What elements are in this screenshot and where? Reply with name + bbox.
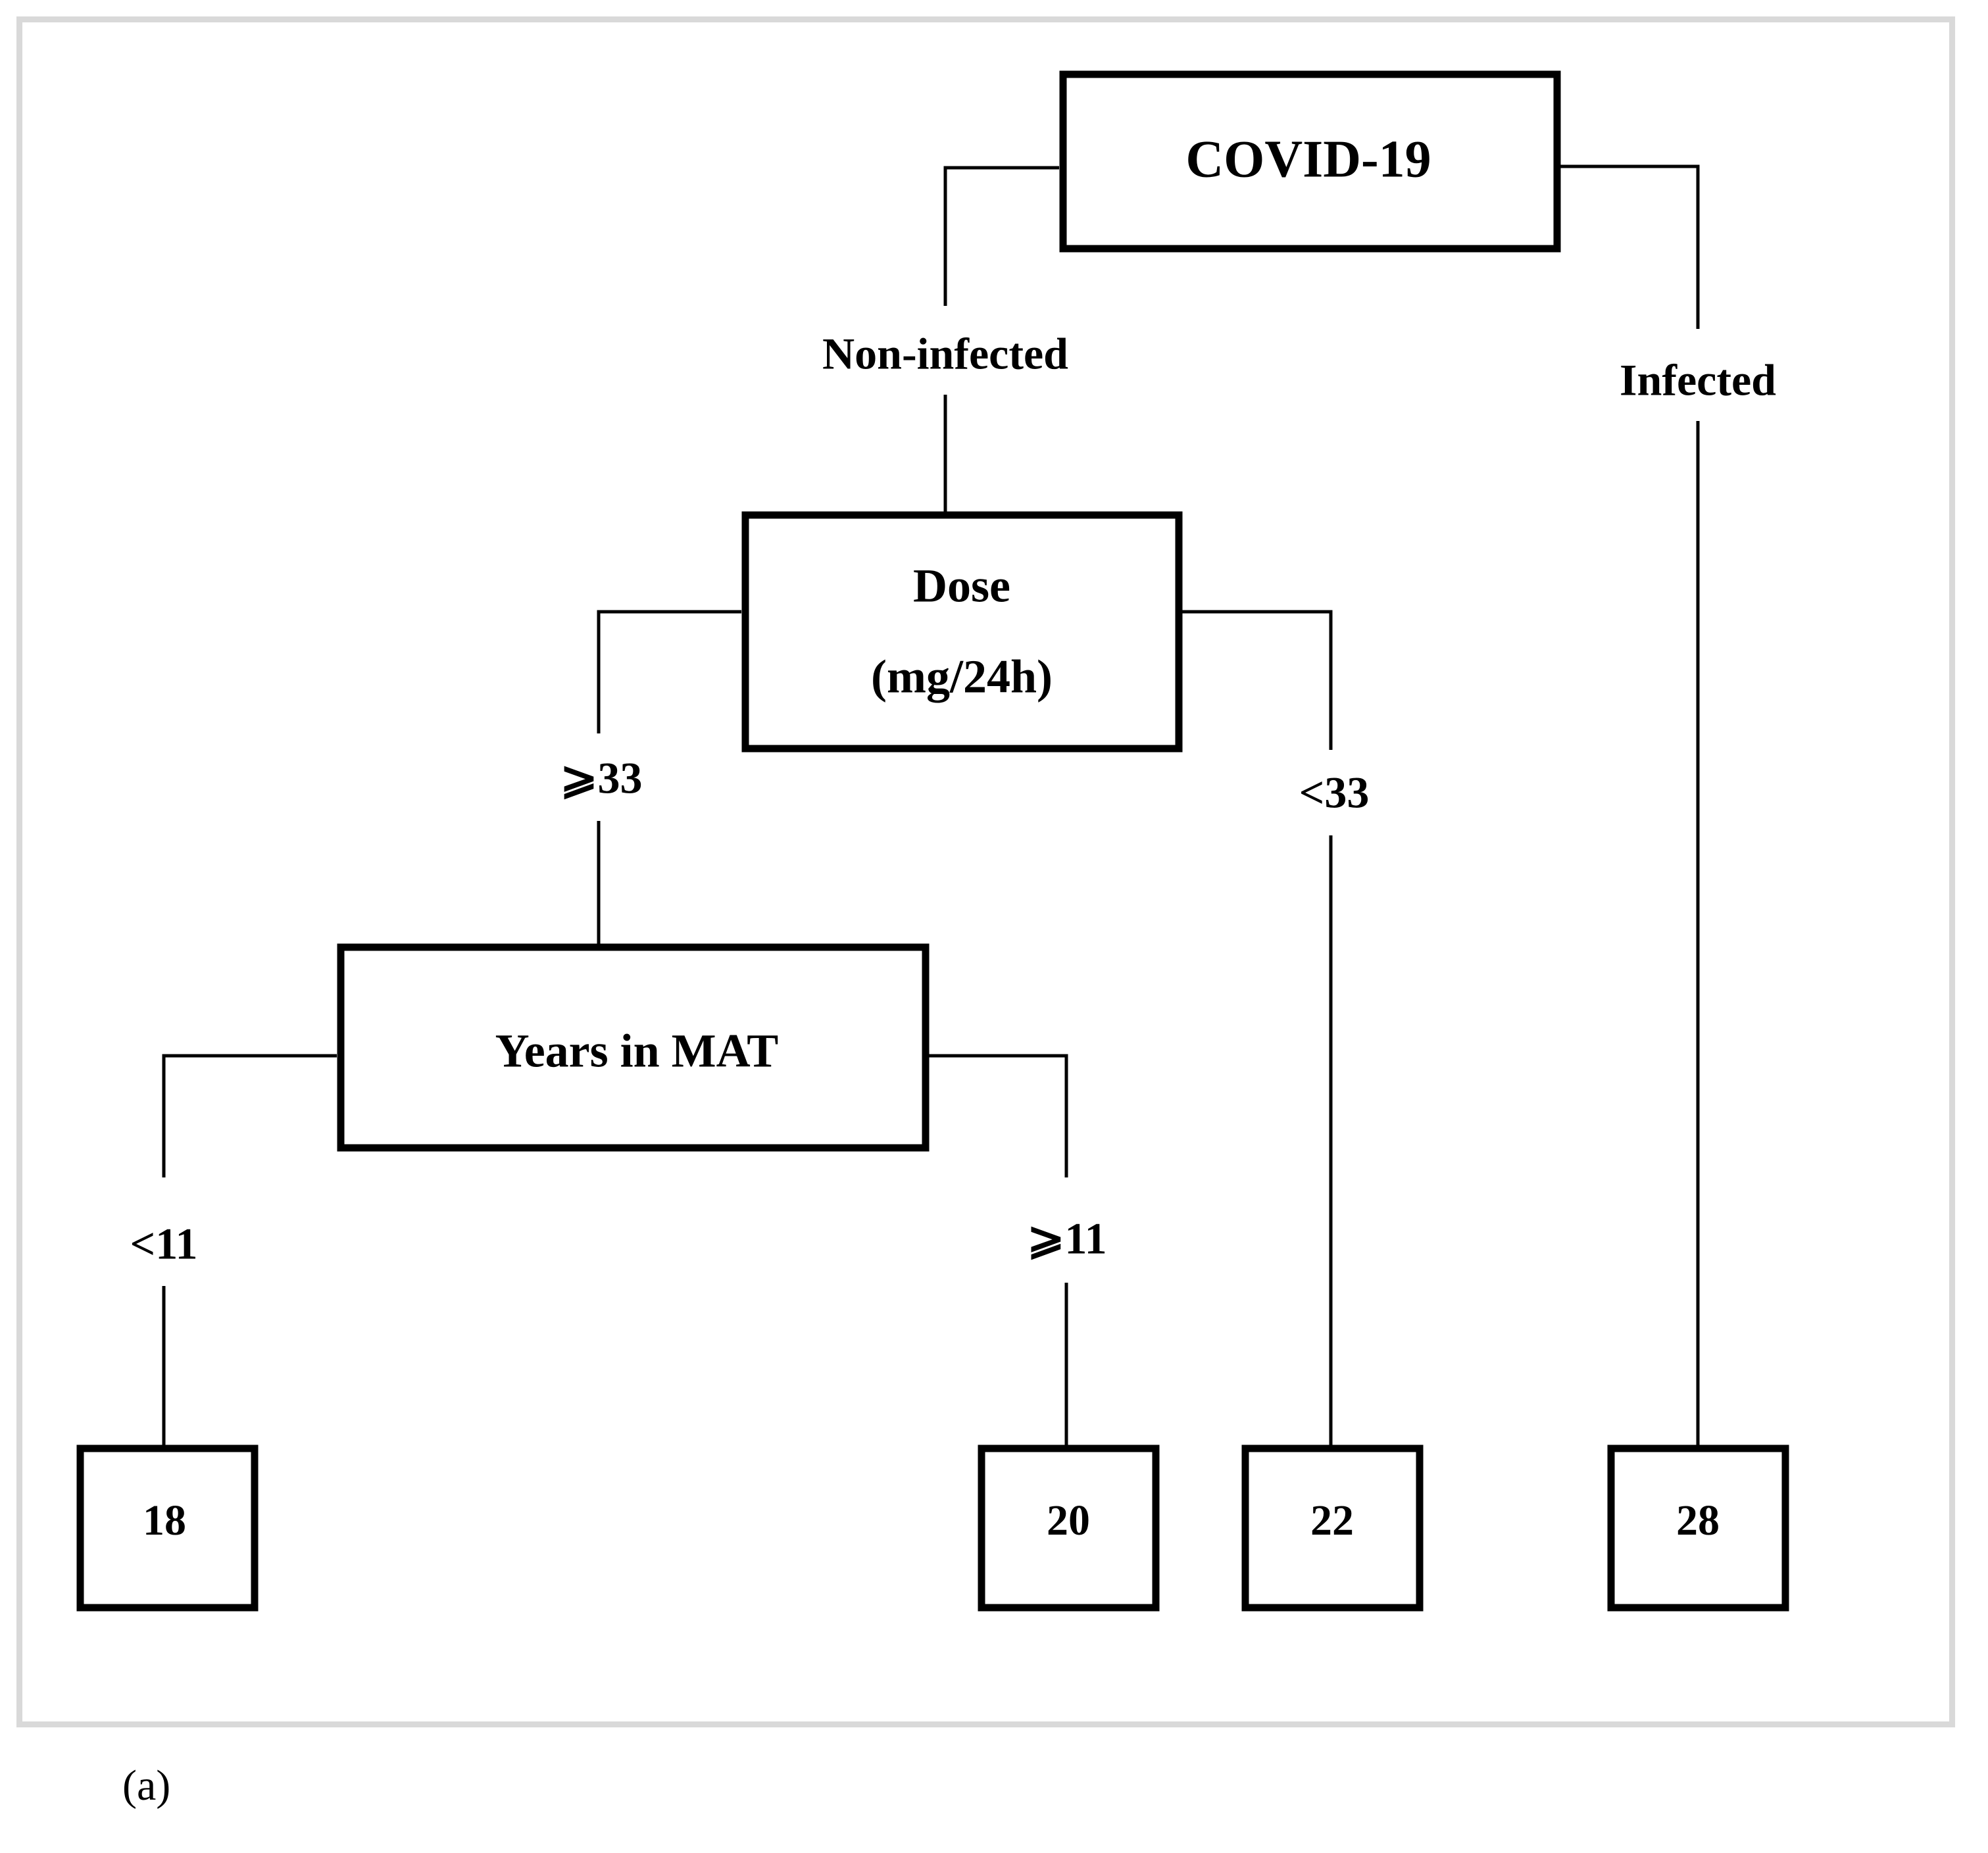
node-label-years-in-mat: Years in MAT xyxy=(495,1025,779,1077)
edge-dose-to-years xyxy=(597,610,741,733)
edge-dose-to-leaf22 xyxy=(1182,610,1333,750)
leaf-box-22[interactable] xyxy=(1241,1445,1424,1612)
edge-label-non-infected: Non-infected xyxy=(822,329,1068,379)
leaf-box-28[interactable] xyxy=(1607,1445,1789,1612)
edge-years-to-leaf20 xyxy=(929,1054,1068,1177)
edge-years-to-leaf18 xyxy=(162,1054,337,1177)
node-box-dose[interactable] xyxy=(741,511,1183,753)
figure-caption: (a) xyxy=(122,1762,171,1810)
node-box-years-in-mat[interactable] xyxy=(337,943,930,1152)
leaf-label-22: 22 xyxy=(1310,1496,1354,1544)
edge-label-dose-ge-33: ⩾33 xyxy=(560,753,643,803)
edge-label-years-ge-11: ⩾11 xyxy=(1027,1214,1106,1264)
leaf-label-20: 20 xyxy=(1047,1496,1090,1544)
edge-root-to-dose xyxy=(943,166,1059,306)
leaf-label-28: 28 xyxy=(1676,1496,1720,1544)
edge-root-to-leaf28 xyxy=(1560,164,1700,329)
leaf-box-20[interactable] xyxy=(978,1445,1160,1612)
node-label-covid19: COVID-19 xyxy=(1185,130,1431,188)
edge-label-dose-lt-33: <33 xyxy=(1299,768,1370,818)
edge-label-years-lt-11: <11 xyxy=(130,1219,198,1269)
figure-frame-border xyxy=(16,16,1955,1727)
leaf-box-18[interactable] xyxy=(76,1445,259,1612)
node-label-dose-line1: Dose xyxy=(913,560,1010,612)
node-label-dose-line2: (mg/24h) xyxy=(871,651,1053,703)
leaf-label-18: 18 xyxy=(143,1496,186,1544)
node-box-covid19[interactable] xyxy=(1059,70,1561,253)
edge-label-infected: Infected xyxy=(1620,355,1776,405)
